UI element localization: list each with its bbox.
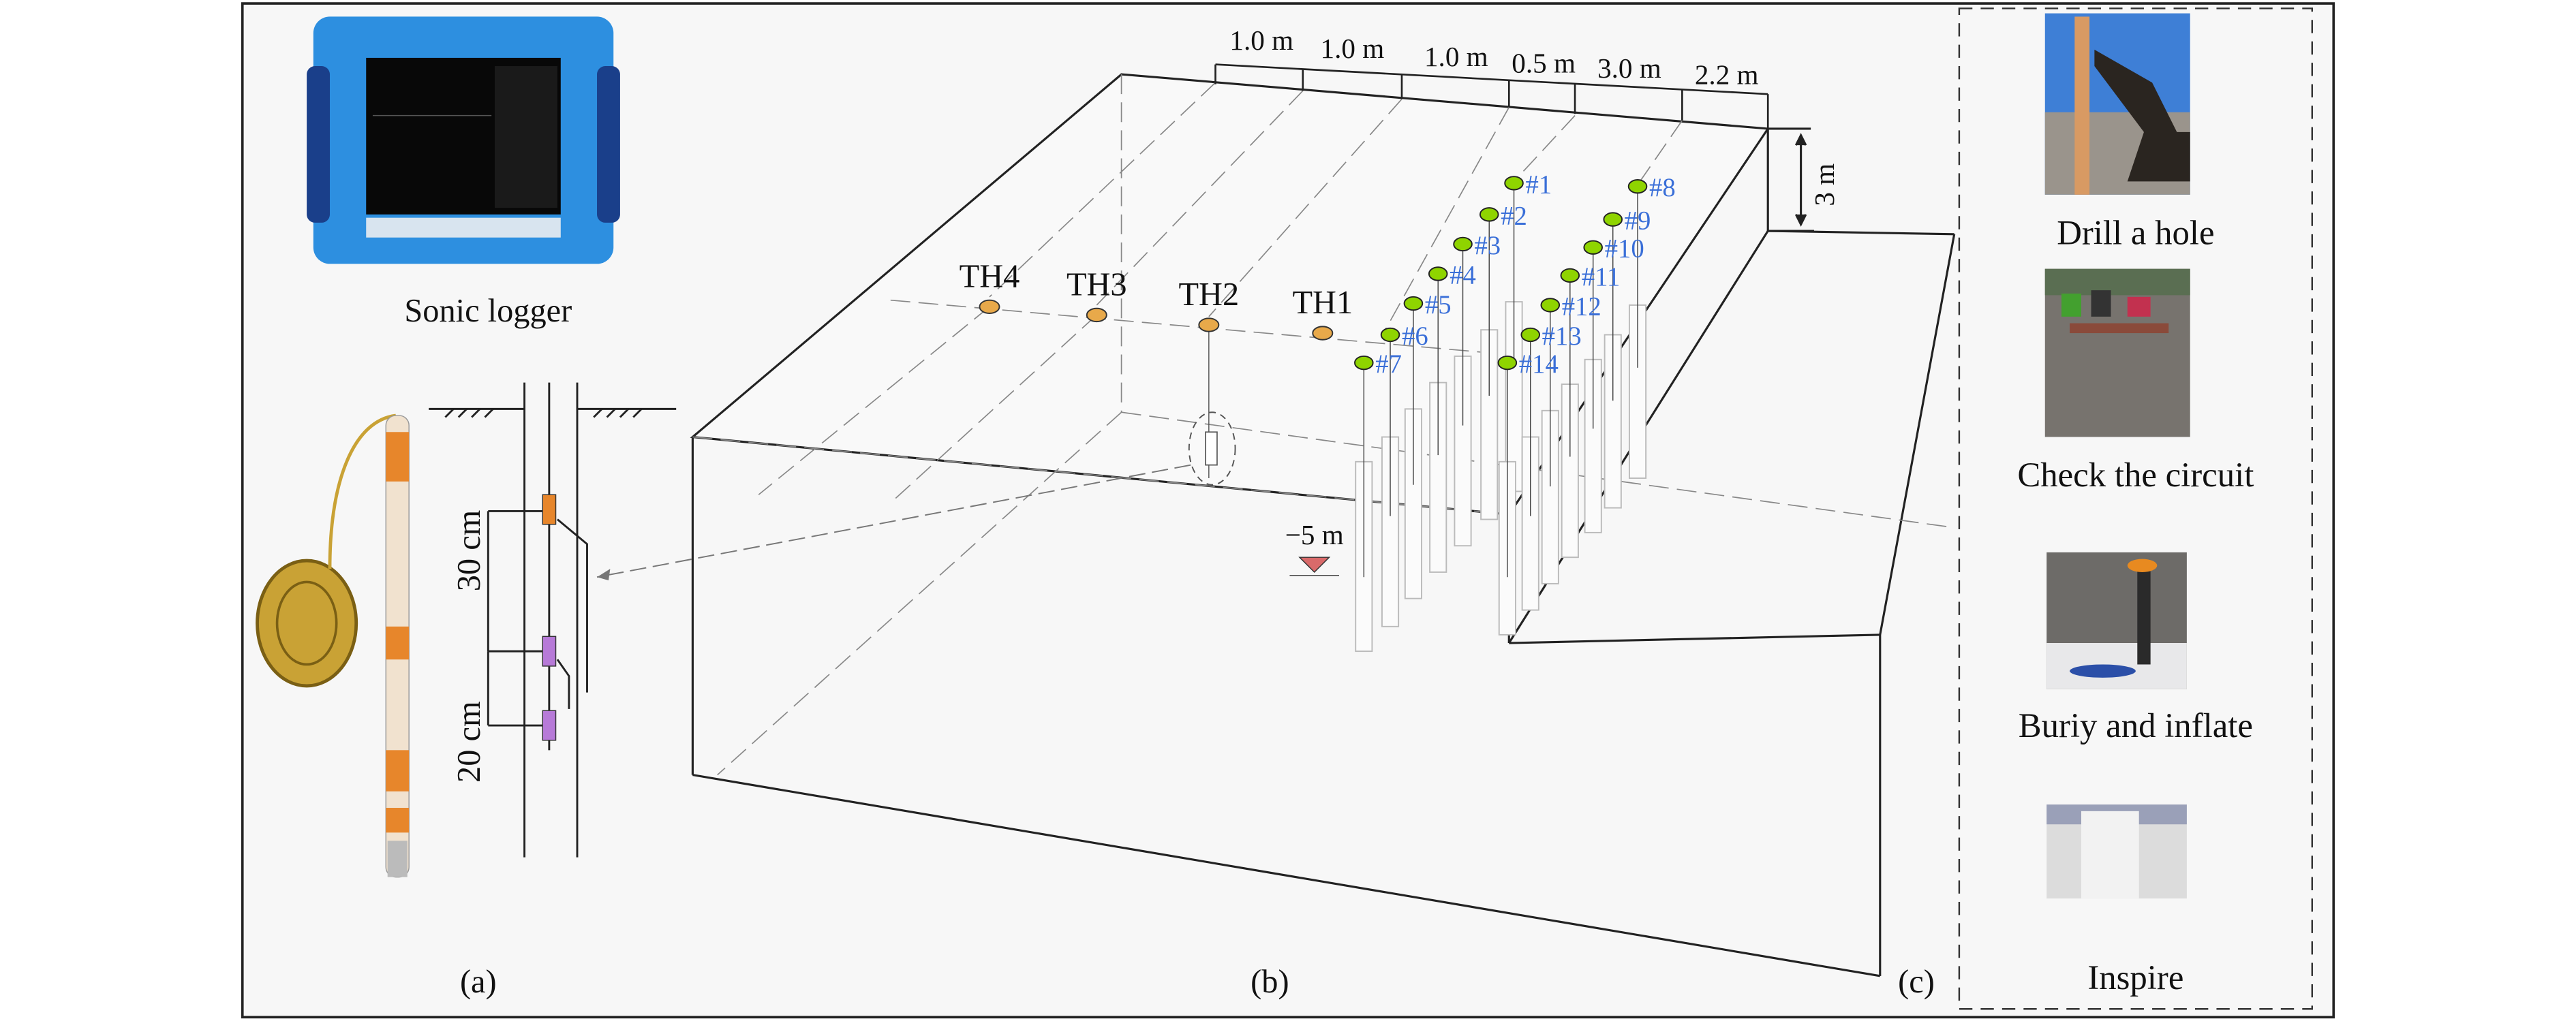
sensor-label: #7 <box>1375 350 1402 379</box>
sensor-marker <box>1583 240 1603 255</box>
sensor-label: #12 <box>1562 292 1601 321</box>
sensor-marker <box>1479 207 1499 222</box>
dimension-line-top <box>1214 63 1769 129</box>
step-height-label: 3 m <box>1809 163 1840 206</box>
sensor-label: #3 <box>1474 232 1501 260</box>
sensor-tubes <box>1355 183 1647 653</box>
sensor-marker <box>1403 296 1424 311</box>
step-label-1: Drill a hole <box>2057 213 2214 251</box>
caption-a: (a) <box>460 964 497 1000</box>
step-label-3: Buriy and inflate <box>2019 706 2253 744</box>
sensor-marker <box>1453 236 1473 252</box>
water-level-triangle <box>1298 556 1331 573</box>
test-hole-marker <box>1312 326 1334 341</box>
svg-text:1.0 m: 1.0 m <box>1424 41 1488 72</box>
receiver-marker-1 <box>542 636 557 667</box>
test-hole-marker <box>1086 307 1107 323</box>
sensor-marker <box>1603 212 1623 227</box>
dimension-30cm: 30 cm <box>451 510 487 592</box>
sensor-label: #11 <box>1582 263 1621 292</box>
sensor-label: #2 <box>1501 202 1527 230</box>
photo-inspire <box>2046 804 2187 899</box>
photo-bury <box>2046 552 2187 689</box>
test-hole-label: TH1 <box>1292 285 1353 321</box>
sensor-label: #1 <box>1525 170 1552 199</box>
sensor-marker <box>1497 355 1518 371</box>
sensor-label: #10 <box>1605 235 1644 264</box>
procedure-box <box>1958 7 2314 1010</box>
spacing-labels: 1.0 m 1.0 m 1.0 m 0.5 m 3.0 m 2.2 m <box>1229 25 1758 91</box>
step-label-2: Check the circuit <box>2017 456 2254 494</box>
transmitter-marker <box>542 494 557 525</box>
caption-b: (b) <box>1251 964 1289 1000</box>
test-hole-label: TH2 <box>1179 277 1240 313</box>
caption-c: (c) <box>1898 964 1935 1000</box>
water-level-label: −5 m <box>1285 519 1344 550</box>
sensor-label: #14 <box>1519 350 1559 379</box>
sensors: #1 #2#3#4#5 #6#7 #8 #9#10#11#12#13#14 <box>1354 170 1676 379</box>
sensor-marker <box>1627 179 1648 194</box>
probe-detail-ellipse <box>1188 411 1236 486</box>
probe-in-hole <box>1205 431 1218 466</box>
svg-text:1.0 m: 1.0 m <box>1321 33 1385 64</box>
probe-and-cable <box>256 413 410 878</box>
sensor-marker <box>1540 298 1561 313</box>
sensor-marker <box>1520 327 1541 343</box>
test-hole-marker <box>1198 317 1220 332</box>
sensor-marker <box>1428 266 1448 281</box>
borehole-schematic <box>429 382 677 858</box>
sonic-logger-label: Sonic logger <box>404 293 572 329</box>
svg-text:3.0 m: 3.0 m <box>1597 52 1661 84</box>
test-hole-label: TH4 <box>960 258 1020 294</box>
sensor-marker <box>1560 268 1580 283</box>
dimension-20cm: 20 cm <box>451 701 487 783</box>
sensor-marker <box>1504 176 1524 191</box>
test-holes: TH4 TH3 TH2 TH1 <box>960 258 1353 479</box>
sensor-label: #6 <box>1402 322 1428 351</box>
test-hole-label: TH3 <box>1067 266 1127 302</box>
sensor-label: #9 <box>1625 207 1651 236</box>
sensor-label: #5 <box>1425 291 1452 319</box>
step-label-4: Inspire <box>2087 958 2183 997</box>
sonic-logger-device <box>307 16 620 264</box>
test-hole-marker <box>979 299 1000 314</box>
photo-drill <box>2044 13 2190 195</box>
svg-text:1.0 m: 1.0 m <box>1229 25 1293 56</box>
receiver-marker-2 <box>542 710 557 741</box>
sensor-marker <box>1380 327 1400 343</box>
svg-text:0.5 m: 0.5 m <box>1512 48 1576 79</box>
sensor-label: #13 <box>1542 322 1582 351</box>
detail-arrow <box>596 464 1191 578</box>
hidden-edges <box>692 74 1954 776</box>
sensor-marker <box>1354 355 1374 371</box>
photo-circuit <box>2044 268 2190 437</box>
sensor-label: #4 <box>1450 261 1476 289</box>
svg-text:2.2 m: 2.2 m <box>1695 59 1759 91</box>
sensor-label: #8 <box>1649 174 1676 202</box>
